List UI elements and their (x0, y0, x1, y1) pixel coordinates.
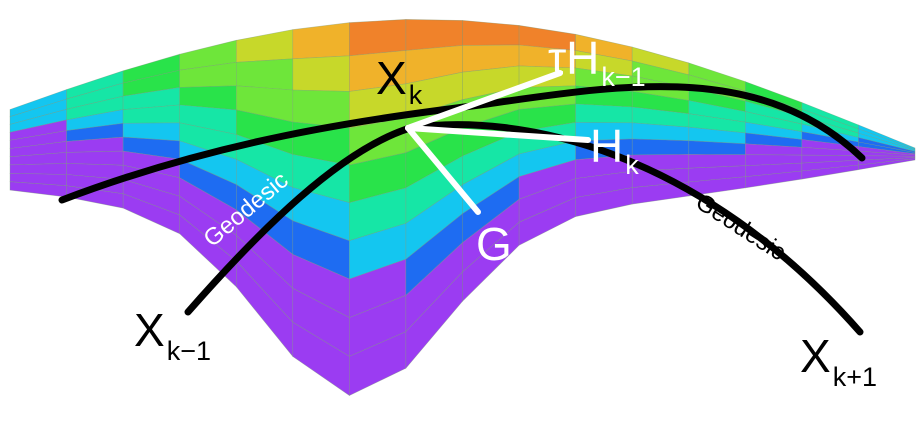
xk-sub: k (409, 80, 423, 110)
gk-main: G (476, 218, 512, 270)
xk-label: Xk (376, 52, 423, 110)
surface-cell (66, 150, 124, 166)
surface-cell (858, 158, 916, 171)
surface-cell (292, 22, 350, 60)
xkp1-sub: k+1 (833, 362, 877, 392)
surface-cell (9, 163, 67, 175)
xkm1-main: X (134, 304, 165, 356)
xkp1-label: Xk+1 (800, 330, 877, 392)
surface-cell (349, 19, 407, 57)
tau-h-vector (405, 70, 563, 131)
hk-sub: k (625, 150, 639, 180)
surface-cell (236, 58, 294, 91)
xk-main: X (376, 52, 407, 104)
tau-h-sub: k−1 (601, 62, 645, 92)
xkm1-label: Xk−1 (134, 304, 211, 366)
surface-cell (405, 19, 463, 51)
gk-label: Gk (476, 218, 528, 278)
hk-main: H (590, 120, 623, 172)
geodesic-curve-diagonal (184, 121, 864, 336)
surface-cell (462, 20, 520, 46)
tau-h-label: τHk−1 (548, 32, 646, 92)
surface-cell (292, 55, 350, 92)
surface-cell (631, 138, 690, 156)
g-vector (405, 125, 481, 215)
tau-h-main: τH (548, 32, 599, 84)
gk-sub: k (514, 248, 528, 278)
hk-label: Hk (590, 120, 639, 180)
geodesic-label-right: Geodesic (691, 188, 791, 266)
xkm1-sub: k−1 (167, 336, 211, 366)
h-vector (405, 125, 591, 143)
xkp1-main: X (800, 330, 831, 382)
surface-cell (236, 29, 294, 63)
